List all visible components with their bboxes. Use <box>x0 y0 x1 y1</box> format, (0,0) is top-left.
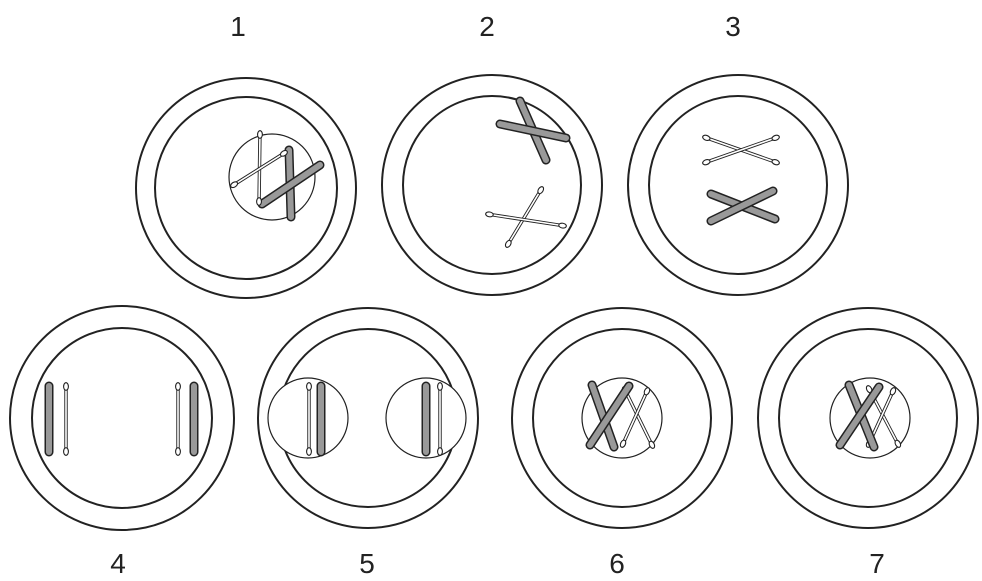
cell-4-inner-wall <box>32 328 212 508</box>
cell-4-label: 4 <box>110 548 126 579</box>
cell-4-chromosomes-strand-3 <box>176 383 181 456</box>
cell-4-chromosomes-strand-2 <box>64 383 69 456</box>
cell-7-label: 7 <box>869 548 885 579</box>
cell-6-label: 6 <box>609 548 625 579</box>
cell-5-chromosomes-strand-1 <box>307 383 312 456</box>
cell-5-chromosomes-strand-4 <box>438 383 443 456</box>
cell-4-chromosomes <box>49 383 194 456</box>
cell-2-chromosomes <box>485 101 566 248</box>
cell-5: 5 <box>258 308 478 579</box>
cell-3: 3 <box>628 11 848 295</box>
cell-4: 4 <box>10 306 234 579</box>
cell-6: 6 <box>512 308 732 579</box>
cell-7: 7 <box>758 308 978 579</box>
cell-3-label: 3 <box>725 11 741 42</box>
cell-3-membrane <box>628 75 848 295</box>
cell-4-membrane <box>10 306 234 530</box>
cell-5-label: 5 <box>359 548 375 579</box>
cell-3-chromosomes <box>702 134 780 221</box>
cell-1: 1 <box>136 11 356 298</box>
cell-1-label: 1 <box>230 11 246 42</box>
cell-2: 2 <box>382 11 602 295</box>
cell-2-membrane <box>382 75 602 295</box>
cell-2-inner-wall <box>403 96 581 274</box>
cell-3-inner-wall <box>649 96 827 274</box>
cell-2-label: 2 <box>479 11 495 42</box>
